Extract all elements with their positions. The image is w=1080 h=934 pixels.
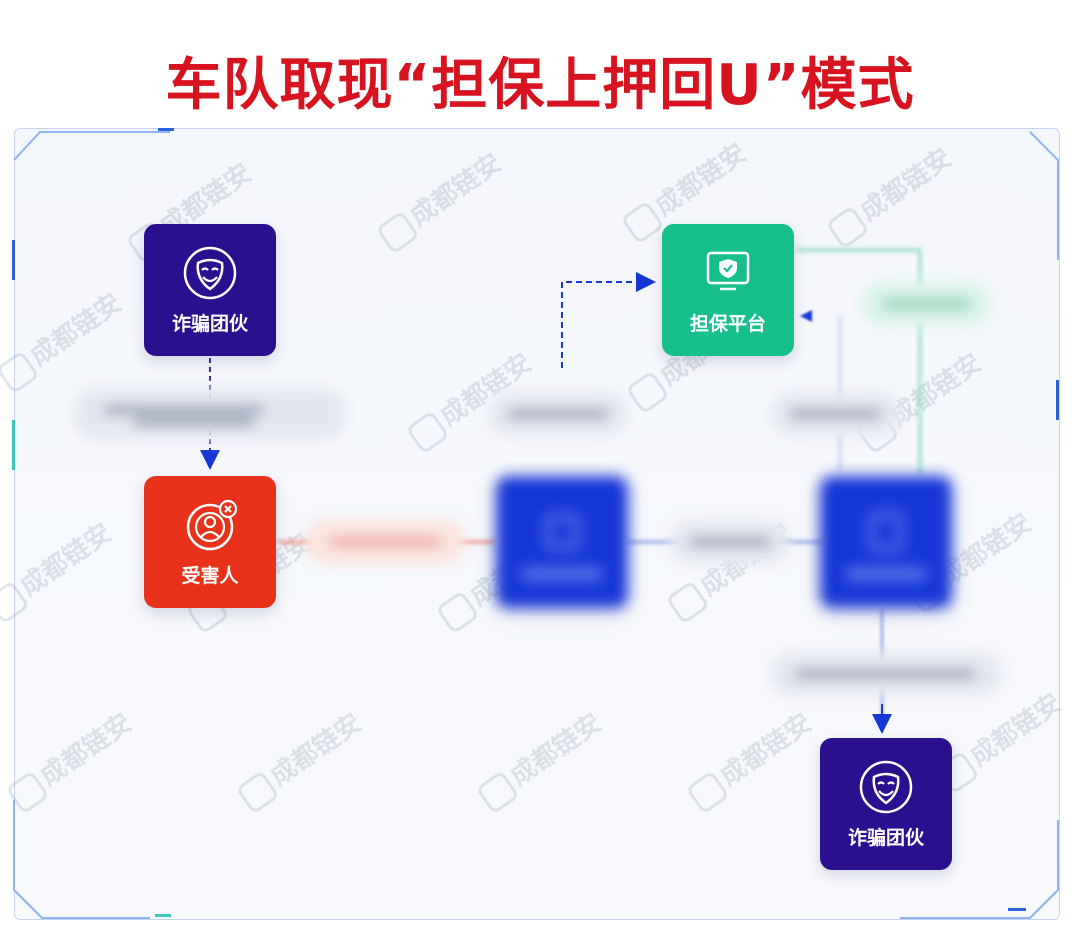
fraud-gang-node-top: 诈骗团伙: [144, 224, 276, 356]
blurred-label: [670, 520, 790, 564]
connector-guarantee-to-node: [796, 248, 922, 475]
connector-guarantee-arrowhead: [800, 310, 812, 322]
blurred-label: [488, 392, 628, 436]
blurred-icon: [870, 513, 902, 551]
mask-icon: [859, 760, 913, 813]
guarantee-platform-node: 担保平台: [662, 224, 794, 356]
blurred-node-right: [820, 476, 952, 608]
victim-node: 受害人: [144, 476, 276, 608]
blurred-text: [846, 569, 926, 579]
page-title: 车队取现“担保上押回U”模式: [165, 53, 915, 118]
node-label: 诈骗团伙: [171, 312, 248, 335]
node-label: 受害人: [181, 564, 239, 587]
connector-to-guarantee: [561, 272, 656, 368]
blurred-label: [770, 652, 1002, 696]
blurred-text: [522, 569, 602, 579]
node-label: 诈骗团伙: [847, 826, 924, 849]
victim-target-icon: [186, 499, 238, 550]
fraud-gang-node-bottom: 诈骗团伙: [820, 738, 952, 870]
blurred-label: [305, 520, 465, 564]
blurred-label: [862, 282, 990, 326]
mask-icon: [183, 246, 237, 299]
shield-monitor-icon: [706, 251, 750, 290]
node-label: 担保平台: [689, 312, 766, 335]
blurred-label: [770, 392, 900, 436]
blurred-icon: [546, 515, 578, 549]
blurred-node-left: [496, 476, 628, 608]
blurred-label: [74, 388, 346, 440]
